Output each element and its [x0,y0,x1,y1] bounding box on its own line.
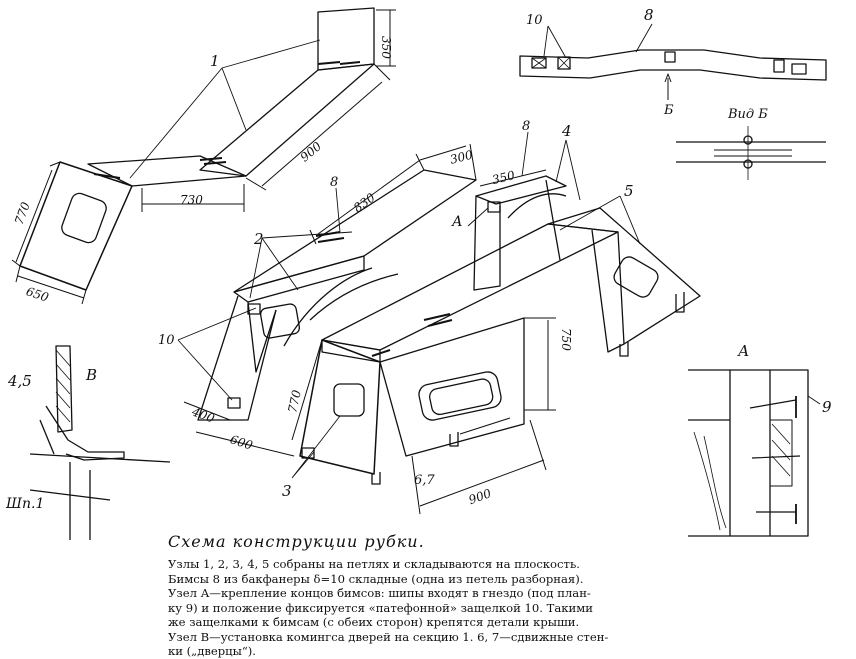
label-8-mid: 8 [330,175,338,190]
dim-600: 600 [228,432,254,453]
label-5: 5 [624,182,634,200]
label-1: 1 [210,52,220,70]
label-6-7: 6,7 [414,473,435,488]
label-node-b: В [85,366,97,384]
label-b-small: Б [663,103,674,118]
dim-770-mid: 770 [285,388,304,414]
caption-line: ки („дверцы“). [168,644,256,658]
label-3: 3 [282,482,292,500]
dimension-labels: 350 900 730 770 650 830 300 350 750 770 … [12,36,573,507]
caption-line: же защелками к бимсам (с обеих сторон) к… [168,615,580,629]
dim-900-bottom: 900 [467,486,494,507]
caption-body: Узлы 1, 2, 3, 4, 5 собраны на петлях и с… [168,557,728,659]
caption-line: Узлы 1, 2, 3, 4, 5 собраны на петлях и с… [168,557,580,571]
diagram-labels: 1 8 10 Б Вид Б 8 8 4 5 А 2 10 3 6,7 4,5 … [5,6,832,512]
label-9: 9 [822,398,832,416]
dim-350-top: 350 [379,36,393,59]
dim-300: 300 [449,148,475,167]
label-8-top: 8 [644,6,654,24]
label-10-left: 10 [158,333,175,348]
dim-730: 730 [180,193,203,207]
caption-title: Схема конструкции рубки. [168,532,425,551]
label-shp1: Шп.1 [5,496,44,512]
dim-350-right: 350 [491,168,517,187]
label-2: 2 [253,230,264,248]
node-a-detail [688,369,821,537]
caption-line: Узел В—установка комингса дверей на секц… [168,629,609,644]
dim-400: 400 [189,404,217,425]
label-4: 4 [561,122,572,140]
cabin-structure-diagram: 1 8 10 Б Вид Б 8 8 4 5 А 2 10 3 6,7 4,5 … [5,6,832,540]
label-view-b: Вид Б [727,107,768,122]
dim-650: 650 [24,284,50,305]
view-b-detail [676,126,826,180]
unfolded-section-1 [19,7,375,291]
beam-8-detail [519,23,827,100]
leader-lines-main [177,131,641,479]
label-a: А [451,214,463,230]
figure-caption: Схема конструкции рубки. Узлы 1, 2, 3, 4… [168,532,728,659]
node-b-detail [29,345,171,540]
caption-line: ку 9) и положение фиксируется «патефонно… [168,600,593,615]
dimension-lines-main [183,143,556,515]
label-node-a: А [737,342,749,360]
label-8-right: 8 [522,119,530,134]
dim-750: 750 [559,328,573,351]
label-4-5: 4,5 [7,372,32,390]
dimension-lines-top-left [11,9,396,305]
caption-line: Узел А—крепление концов бимсов: шипы вхо… [168,586,591,600]
dim-900-top: 900 [298,139,325,165]
caption-line: Бимсы 8 из бакфанеры δ=10 складные (одна… [168,571,584,586]
label-10-top: 10 [526,13,543,28]
assembled-cabin [197,169,701,485]
leader-lines-1 [129,39,321,179]
dim-770-left: 770 [12,200,33,227]
